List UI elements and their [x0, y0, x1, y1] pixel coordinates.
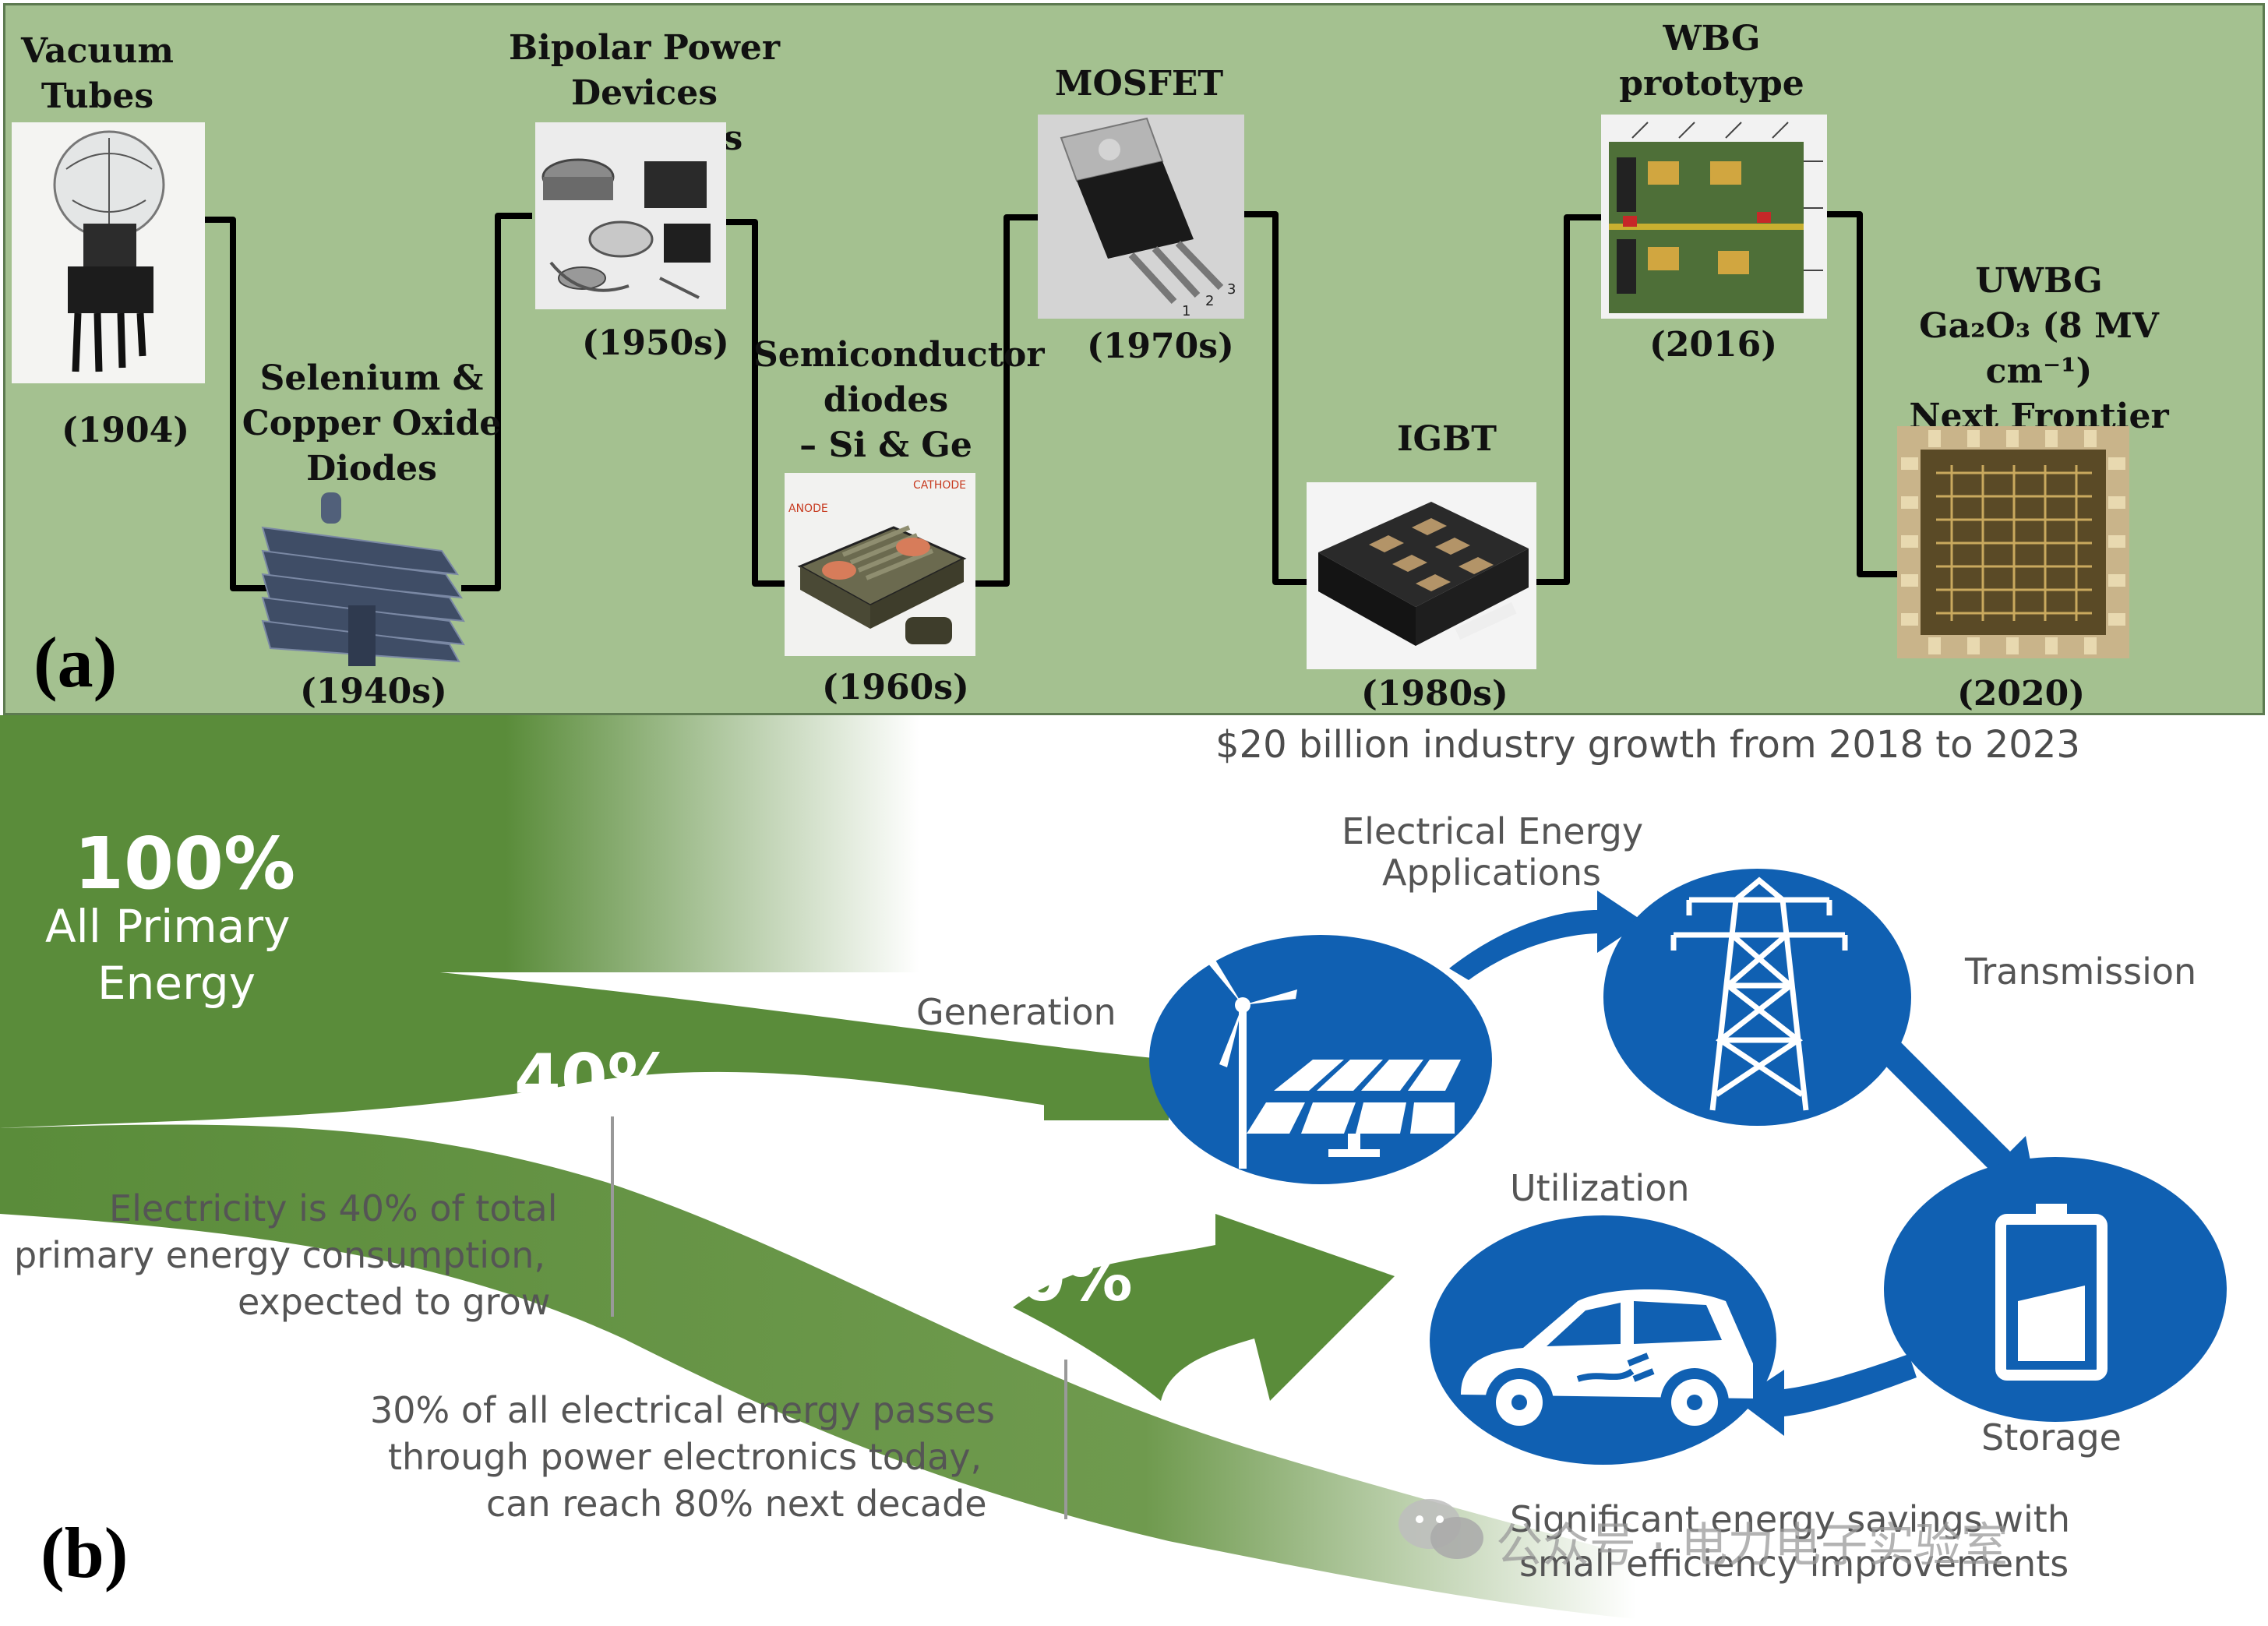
watermark-text: 公众号 · 电力电子实验室 — [1496, 1518, 2009, 1573]
timeline-connector — [204, 211, 1897, 591]
transmission-circle — [1603, 869, 1911, 1126]
energy-flow-graphic — [0, 715, 2037, 1619]
primary-energy-line2: Energy — [97, 957, 256, 1010]
panel-b-tag: (b) — [41, 1513, 129, 1592]
diode-tag-cathode: CATHODE — [913, 479, 966, 492]
selenium-rectifier-photo — [255, 489, 469, 668]
milestone-label-wbg: WBG prototype — [1619, 19, 1804, 104]
thyristor-photo — [535, 122, 726, 309]
utilization-circle — [1430, 1215, 1776, 1465]
electricity-caption-3: expected to grow — [238, 1281, 551, 1323]
vacuum-tube-photo — [12, 122, 205, 383]
stage-header-line1: Electrical Energy — [1342, 810, 1644, 852]
milestone-year-2016: (2016) — [1649, 325, 1778, 365]
stage-storage-label: Storage — [1981, 1416, 2122, 1458]
diode-module-photo: ANODE CATHODE — [785, 473, 975, 656]
milestone-year-1950s: (1950s) — [582, 323, 729, 363]
diode-tag-anode: ANODE — [788, 503, 828, 515]
pe-caption-2: through power electronics today, — [388, 1436, 982, 1478]
milestone-label-mosfet: MOSFET — [1054, 64, 1224, 104]
generation-circle — [1149, 935, 1492, 1184]
wechat-icon — [1395, 1494, 1488, 1564]
milestone-year-2020: (2020) — [1957, 674, 2086, 714]
power-electronics-pct: 30% — [972, 1239, 1133, 1317]
mosfet-pin-1: 1 — [1182, 303, 1190, 319]
milestone-year-1970s: (1970s) — [1087, 326, 1234, 366]
mosfet-pin-3: 3 — [1227, 281, 1236, 298]
igbt-module-photo — [1307, 482, 1536, 669]
milestone-label-vacuum-tubes: Vacuum Tubes — [21, 31, 174, 116]
milestone-year-1960s: (1960s) — [822, 668, 969, 707]
savings-line2: small efficiency improvements — [1519, 1543, 2069, 1585]
electricity-pct: 40% — [514, 1040, 675, 1118]
stage-generation-label: Generation — [916, 991, 1116, 1033]
milestone-year-1980s: (1980s) — [1361, 674, 1508, 714]
milestone-label-semiconductor-diodes: Semiconductor diodes – Si & Ge — [753, 335, 1045, 465]
industry-growth-headline: $20 billion industry growth from 2018 to… — [1215, 723, 2080, 767]
mosfet-photo: 1 2 3 — [1038, 115, 1244, 319]
primary-energy-line1: All Primary — [45, 900, 291, 953]
milestone-label-uwbg: UWBG Ga₂O₃ (8 MV cm⁻¹) Next Frontier — [1909, 261, 2169, 436]
pe-caption-1: 30% of all electrical energy passes — [370, 1389, 995, 1431]
electricity-caption-2: primary energy consumption, — [14, 1234, 546, 1276]
panel-a-tag: (a) — [34, 623, 118, 702]
stage-transmission-label: Transmission — [1965, 951, 2197, 993]
panel-a-timeline: Vacuum Tubes (1904) Selenium & Copper Ox… — [3, 3, 2265, 715]
uwbg-die-photo — [1897, 426, 2129, 658]
stage-header-line2: Applications — [1382, 852, 1601, 894]
primary-energy-pct: 100% — [74, 822, 296, 905]
stage-utilization-label: Utilization — [1510, 1167, 1690, 1209]
storage-circle — [1884, 1157, 2227, 1422]
savings-line1: Significant energy savings with — [1510, 1498, 2070, 1540]
milestone-label-selenium: Selenium & Copper Oxide Diodes — [242, 358, 502, 489]
mosfet-pin-2: 2 — [1205, 293, 1214, 309]
electricity-caption-1: Electricity is 40% of total — [109, 1187, 558, 1229]
pe-caption-3: can reach 80% next decade — [486, 1483, 987, 1525]
milestone-year-1940s: (1940s) — [300, 672, 447, 711]
wbg-board-photo — [1601, 115, 1827, 319]
milestone-year-1904: (1904) — [62, 411, 190, 450]
milestone-label-igbt: IGBT — [1396, 419, 1497, 459]
